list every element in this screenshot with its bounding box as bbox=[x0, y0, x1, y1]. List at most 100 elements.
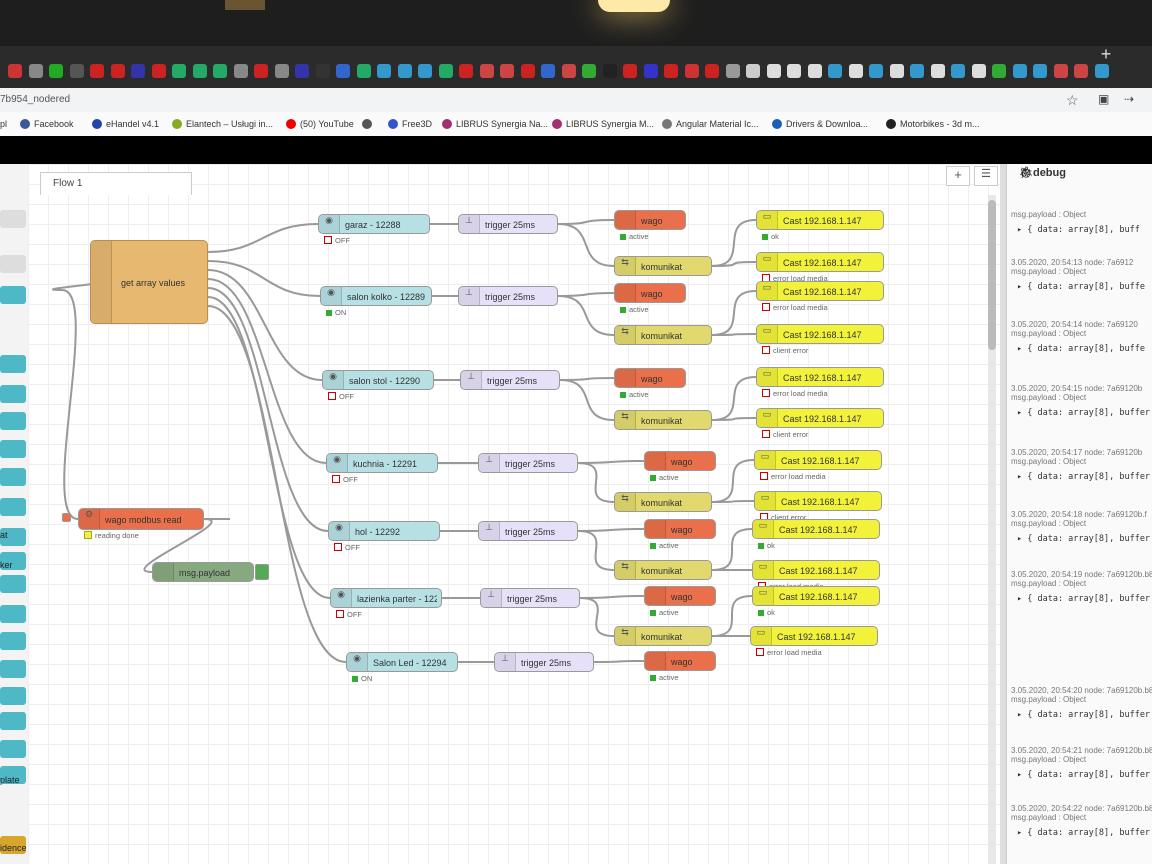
browser-tab[interactable] bbox=[520, 64, 535, 78]
bookmark-item[interactable]: eHandel v4.1 bbox=[92, 119, 159, 129]
wire[interactable] bbox=[557, 219, 615, 225]
debug-node-id[interactable]: node: 7a69120b bbox=[1084, 384, 1143, 393]
tab-flow-1[interactable]: Flow 1 bbox=[40, 172, 192, 195]
browser-tab[interactable] bbox=[971, 64, 986, 78]
trigger-node[interactable]: ⊥trigger 25ms bbox=[460, 370, 560, 390]
cast-node[interactable]: ▭Cast 192.168.1.147 bbox=[754, 450, 882, 470]
wago-node[interactable]: wago bbox=[644, 519, 716, 539]
browser-tab[interactable] bbox=[254, 64, 268, 78]
input-node[interactable]: ◉salon kolko - 12289 bbox=[320, 286, 432, 306]
browser-tab[interactable] bbox=[869, 64, 883, 78]
browser-tab[interactable] bbox=[500, 64, 514, 78]
bookmark-item[interactable]: Drivers & Downloa... bbox=[772, 119, 868, 129]
palette-node[interactable] bbox=[0, 712, 26, 730]
browser-tab[interactable] bbox=[49, 64, 63, 78]
input-node[interactable]: ◉Salon Led - 12294 bbox=[346, 652, 458, 672]
browser-tab[interactable] bbox=[131, 64, 145, 78]
wire[interactable] bbox=[557, 292, 615, 297]
cast-node[interactable]: ▭Cast 192.168.1.147 bbox=[756, 367, 884, 387]
browser-tab[interactable] bbox=[1033, 64, 1047, 78]
wire[interactable] bbox=[207, 287, 329, 532]
debug-payload[interactable]: ▸ { data: array[8], buffer: bbox=[1017, 472, 1152, 482]
cast-node[interactable]: ▭Cast 192.168.1.147 bbox=[756, 281, 884, 301]
komunikat-node[interactable]: ⇆komunikat bbox=[614, 492, 712, 512]
browser-tab[interactable] bbox=[295, 64, 309, 78]
bookmark-item[interactable]: LIBRUS Synergia M... bbox=[552, 119, 654, 129]
wago-node[interactable]: wago bbox=[614, 283, 686, 303]
komunikat-node[interactable]: ⇆komunikat bbox=[614, 560, 712, 580]
debug-payload[interactable]: ▸ { data: array[8], buff bbox=[1017, 225, 1140, 235]
debug-payload[interactable]: ▸ { data: array[8], buffer: bbox=[1017, 534, 1152, 544]
debug-payload[interactable]: ▸ { data: array[8], buffer: bbox=[1017, 594, 1152, 604]
palette-node[interactable] bbox=[0, 412, 26, 430]
wire[interactable] bbox=[579, 595, 645, 599]
cast-node[interactable]: ▭Cast 192.168.1.147 bbox=[756, 324, 884, 344]
bookmark-star-icon[interactable]: ☆ bbox=[1066, 92, 1079, 108]
wire[interactable] bbox=[577, 530, 615, 571]
palette-node[interactable] bbox=[0, 255, 26, 273]
wire[interactable] bbox=[557, 295, 615, 336]
bookmark-item[interactable]: Motorbikes - 3d m... bbox=[886, 119, 980, 129]
browser-tab[interactable] bbox=[192, 64, 207, 78]
palette-node[interactable] bbox=[0, 632, 26, 650]
browser-tab[interactable] bbox=[582, 64, 596, 78]
palette-node[interactable] bbox=[0, 355, 26, 373]
palette-node[interactable] bbox=[0, 740, 26, 758]
palette-node[interactable] bbox=[0, 552, 26, 570]
browser-tab[interactable] bbox=[766, 64, 781, 78]
wire[interactable] bbox=[207, 269, 323, 381]
cast-node[interactable]: ▭Cast 192.168.1.147 bbox=[752, 560, 880, 580]
browser-tab[interactable] bbox=[1094, 64, 1109, 78]
browser-tab[interactable] bbox=[602, 64, 617, 78]
wire[interactable] bbox=[711, 376, 757, 421]
trigger-node[interactable]: ⊥trigger 25ms bbox=[494, 652, 594, 672]
msg-payload-debug-node[interactable]: msg.payload bbox=[152, 562, 254, 582]
browser-tab[interactable] bbox=[1012, 64, 1027, 78]
bookmark-item[interactable]: Elantech – Usługi in... bbox=[172, 119, 273, 129]
browser-tab[interactable] bbox=[992, 64, 1006, 78]
cast-node[interactable]: ▭Cast 192.168.1.147 bbox=[756, 252, 884, 272]
debug-payload[interactable]: ▸ { data: array[8], buffer: bu bbox=[1017, 828, 1152, 838]
debug-payload[interactable]: ▸ { data: array[8], buffer: b bbox=[1017, 770, 1152, 780]
cast-node[interactable]: ▭Cast 192.168.1.147 bbox=[752, 586, 880, 606]
browser-tab[interactable] bbox=[828, 64, 842, 78]
debug-node-id[interactable]: node: 7a69120 bbox=[1084, 320, 1138, 329]
bookmark-item[interactable]: Angular Material Ic... bbox=[662, 119, 759, 129]
browser-tab[interactable] bbox=[90, 64, 104, 78]
trigger-node[interactable]: ⊥trigger 25ms bbox=[478, 453, 578, 473]
wire[interactable] bbox=[711, 333, 757, 336]
wire[interactable] bbox=[559, 379, 615, 421]
browser-tab[interactable] bbox=[848, 64, 863, 78]
trigger-node[interactable]: ⊥trigger 25ms bbox=[478, 521, 578, 541]
palette-node[interactable] bbox=[0, 605, 26, 623]
debug-node-id[interactable]: msg.payload : Object bbox=[1011, 210, 1087, 219]
browser-tab[interactable] bbox=[418, 64, 432, 78]
palette-node[interactable] bbox=[0, 528, 26, 546]
wire[interactable] bbox=[557, 223, 615, 267]
browser-tab[interactable] bbox=[172, 64, 186, 78]
browser-tab[interactable] bbox=[233, 64, 248, 78]
wire[interactable] bbox=[577, 528, 645, 532]
palette-node[interactable] bbox=[0, 468, 26, 486]
browser-tab[interactable] bbox=[561, 64, 576, 78]
trigger-node[interactable]: ⊥trigger 25ms bbox=[458, 214, 558, 234]
wire[interactable] bbox=[143, 518, 213, 573]
browser-tab[interactable] bbox=[336, 64, 350, 78]
browser-tab[interactable] bbox=[459, 64, 473, 78]
bookmark-item[interactable]: LIBRUS Synergia Na... bbox=[442, 119, 548, 129]
palette-node[interactable] bbox=[0, 210, 26, 228]
wire[interactable] bbox=[577, 462, 615, 503]
debug-node-id[interactable]: node: 7a69120b.b8 bbox=[1084, 570, 1152, 579]
palette-node[interactable] bbox=[0, 440, 26, 458]
browser-tab[interactable] bbox=[8, 64, 22, 78]
palette-node[interactable] bbox=[0, 836, 26, 854]
browser-tab[interactable] bbox=[684, 64, 699, 78]
trigger-node[interactable]: ⊥trigger 25ms bbox=[458, 286, 558, 306]
wago-node[interactable]: wago bbox=[644, 451, 716, 471]
get-array-values-node[interactable]: get array values bbox=[90, 240, 208, 324]
browser-tab[interactable] bbox=[274, 64, 289, 78]
browser-tab[interactable] bbox=[705, 64, 719, 78]
